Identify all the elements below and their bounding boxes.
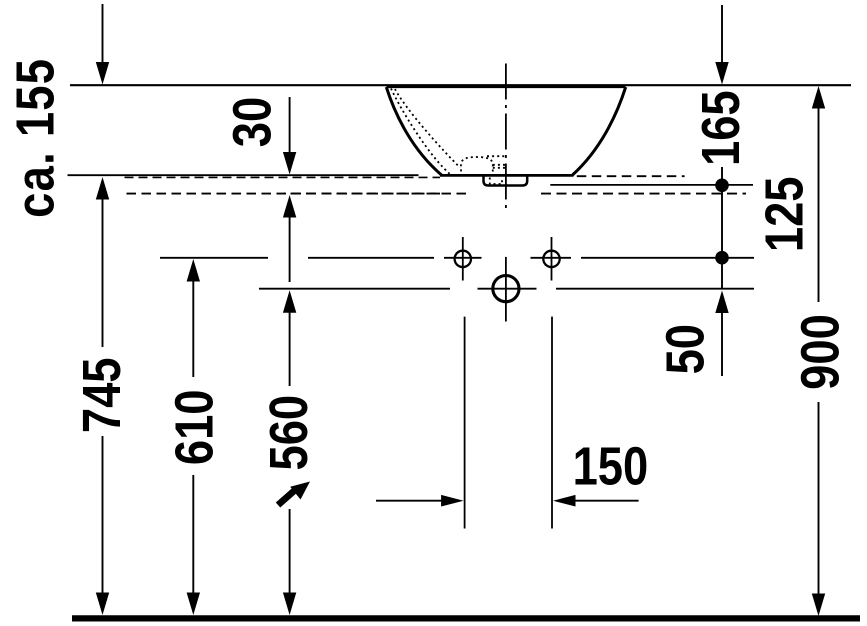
svg-text:745: 745 (71, 357, 132, 433)
svg-text:165: 165 (690, 90, 751, 166)
svg-text:150: 150 (573, 436, 649, 497)
svg-text:ca. 155: ca. 155 (5, 58, 66, 218)
svg-text:125: 125 (754, 176, 815, 252)
svg-text:900: 900 (790, 314, 851, 390)
svg-text:50: 50 (655, 324, 716, 374)
svg-text:560: 560 (258, 395, 319, 471)
svg-text:30: 30 (222, 97, 283, 147)
svg-text:610: 610 (164, 389, 225, 465)
